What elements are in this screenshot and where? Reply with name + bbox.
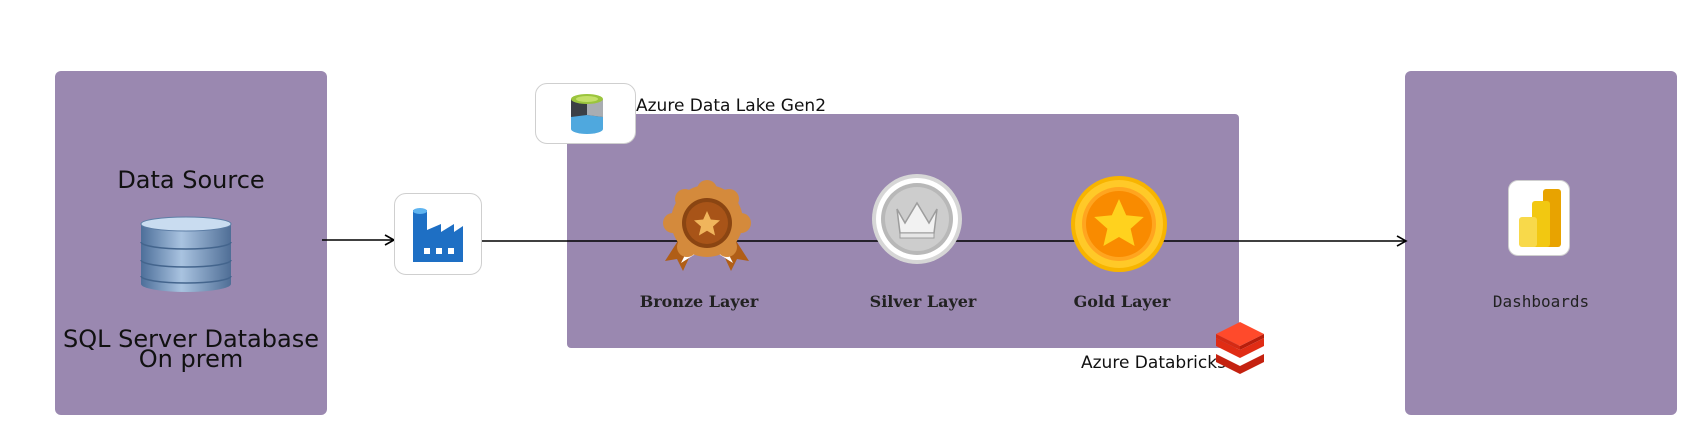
data-source-subtitle-line1: SQL Server Database <box>63 325 319 353</box>
data-lake-label: Azure Data Lake Gen2 <box>636 96 827 116</box>
gold-medal-icon <box>1071 176 1167 272</box>
data-factory-icon <box>413 208 463 262</box>
database-icon <box>140 216 232 292</box>
data-source-title: Data Source <box>117 166 265 194</box>
power-bi-tile <box>1508 180 1570 256</box>
silver-layer-label: Silver Layer <box>869 292 977 311</box>
bronze-medal-icon <box>663 180 751 271</box>
data-lake-tile <box>535 83 636 144</box>
dashboards-label: Dashboards <box>1492 292 1590 311</box>
data-lake-storage-icon <box>571 94 603 134</box>
silver-medal-icon <box>872 174 962 264</box>
gold-layer-label: Gold Layer <box>1073 292 1171 311</box>
databricks-label: Azure Databricks <box>1081 353 1226 373</box>
power-bi-icon <box>1519 189 1561 247</box>
data-factory-tile <box>394 193 482 275</box>
bronze-layer-label: Bronze Layer <box>639 292 759 311</box>
databricks-icon <box>1216 322 1264 374</box>
data-source-subtitle-line2: On prem <box>138 345 244 373</box>
